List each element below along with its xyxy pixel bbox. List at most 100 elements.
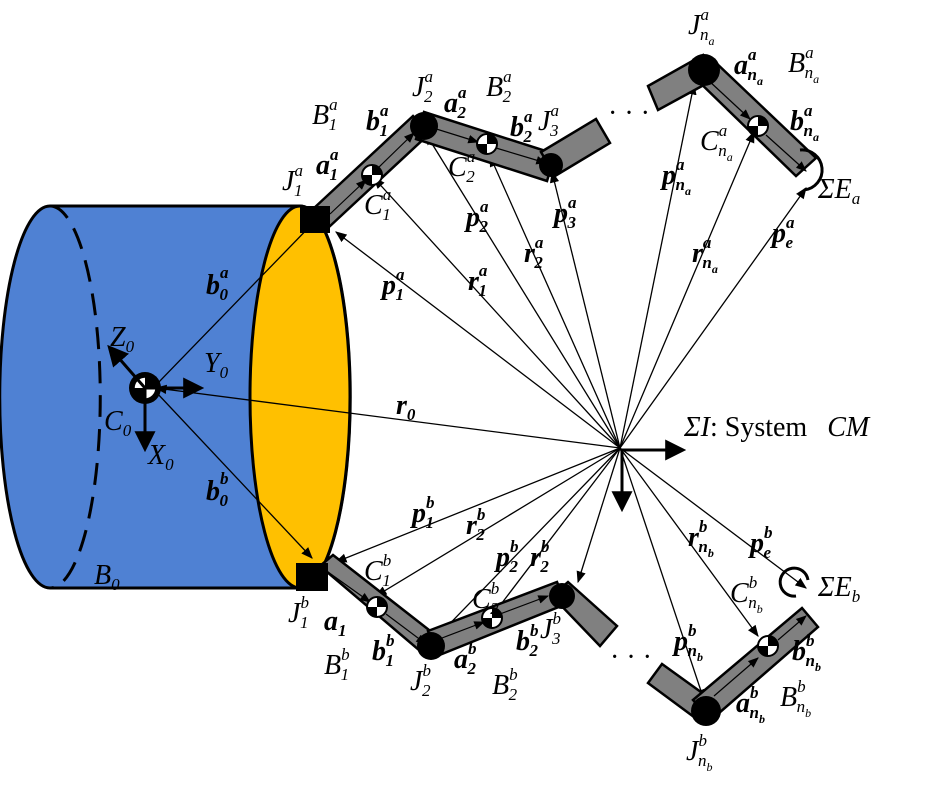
label-end-effector-a: ΣEa (817, 174, 860, 208)
bnb-arrow (777, 615, 807, 641)
b1a-arrow (377, 132, 415, 169)
p3b-vector (576, 447, 621, 584)
centroid-c1b (366, 596, 388, 618)
joint-j2b (417, 632, 445, 660)
joint-j3a (539, 153, 563, 177)
a1b-arrow (327, 571, 371, 603)
base-body (0, 204, 352, 590)
centroid-c2a (476, 133, 498, 155)
joint-j1a (300, 206, 330, 233)
r2a-vector (489, 154, 621, 449)
centroid-cna (747, 115, 769, 137)
ana-arrow (707, 79, 751, 120)
system-axes (611, 439, 687, 513)
bna-arrow (765, 134, 807, 172)
end-effector-b-gripper (778, 566, 810, 598)
label-z0: Z0 (110, 322, 135, 356)
centroid-c2b (481, 607, 503, 629)
axis-z0 (107, 344, 147, 389)
cylinder-end-face (248, 204, 352, 590)
label-r0: r0 (396, 390, 416, 424)
centroid-cnb (757, 635, 779, 657)
rna-vector (619, 130, 755, 449)
vector-lines (154, 82, 807, 702)
label-c0: C0 (104, 406, 132, 440)
rnb-vector (619, 447, 759, 637)
p2a-vector (425, 133, 621, 449)
pea-vector (619, 187, 807, 449)
centroid-c1a (361, 164, 383, 186)
b2a-arrow (495, 147, 548, 165)
r1a-vector (373, 177, 621, 449)
arm-a-ellipsis: · · · (608, 98, 650, 129)
joint-j1b (296, 563, 328, 591)
label-b0: B0 (94, 560, 120, 594)
cylinder-hidden-edge (49, 204, 102, 590)
pna-vector (619, 82, 697, 449)
label-a1b: a1 (324, 606, 347, 640)
label-end-effector-b: ΣEb (817, 572, 860, 606)
p3a-vector (549, 170, 621, 449)
a1a-arrow (329, 179, 367, 215)
end-effector-a-gripper (799, 148, 824, 192)
link-arrows (327, 79, 807, 697)
p2b-vector (433, 447, 621, 641)
b0b-vector (155, 391, 313, 559)
end-effectors (778, 148, 824, 598)
arm-b-ellipsis: · · · (610, 642, 652, 673)
joint-j3b (549, 583, 575, 609)
a2b-arrow (441, 621, 486, 639)
joints (296, 54, 721, 726)
r1b-vector (374, 447, 621, 597)
b2b-arrow (499, 595, 550, 615)
joint-j2a (410, 112, 438, 140)
p1a-vector (335, 231, 621, 449)
r2b-vector (491, 447, 621, 617)
peb-vector (619, 447, 807, 589)
b0a-vector (155, 217, 319, 386)
pnb-vector (619, 447, 706, 702)
joint-jna (688, 54, 720, 86)
label-x0: X0 (147, 440, 174, 474)
base-axes (107, 344, 205, 453)
